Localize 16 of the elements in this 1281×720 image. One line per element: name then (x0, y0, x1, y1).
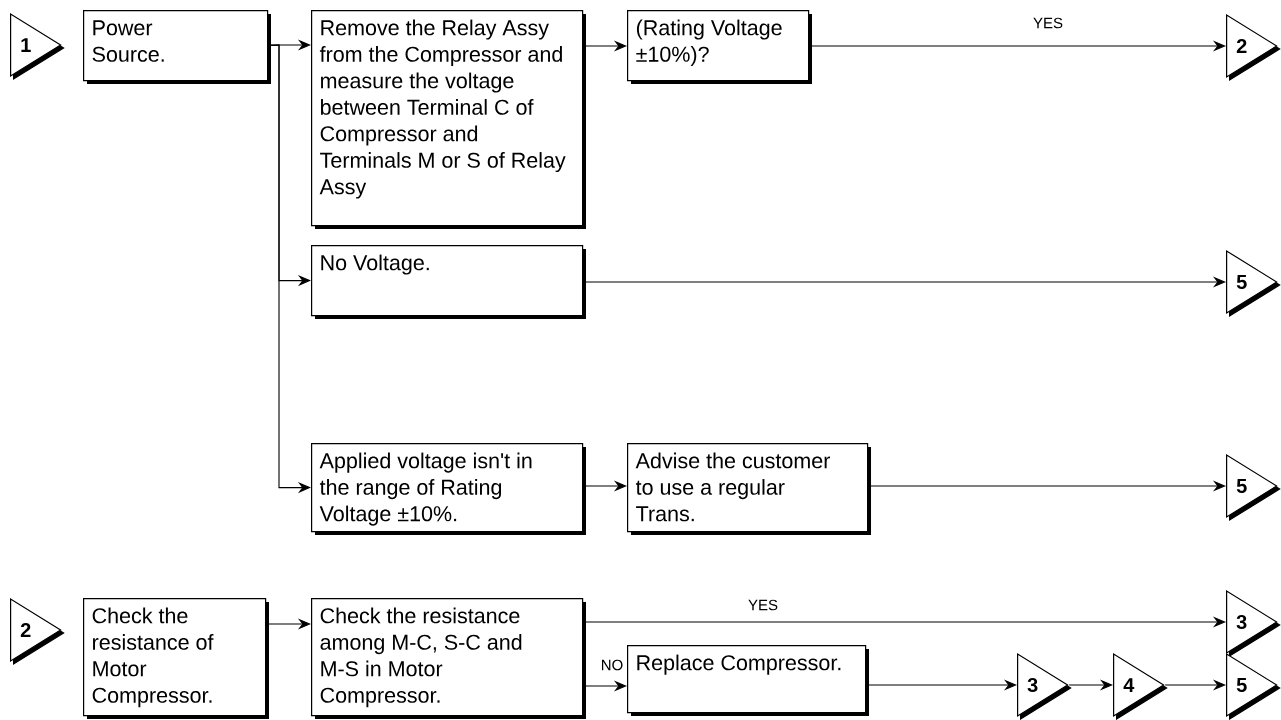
process-box: Check the resistance of Motor Compressor. (83, 598, 269, 719)
process-box: No Voltage. (311, 245, 586, 319)
connector-triangle: 5 (1226, 652, 1281, 720)
edge-label: NO (602, 659, 623, 671)
node-label: 5 (1236, 275, 1247, 289)
edge-label: YES (1033, 17, 1063, 29)
connector-triangle: 4 (1113, 652, 1168, 720)
process-box: Power Source. (83, 10, 271, 84)
edge-label: YES (748, 599, 778, 611)
process-box: (Rating Voltage ±10%)? (627, 10, 812, 84)
connector-triangle: 3 (1017, 652, 1072, 720)
process-box: Remove the Relay Assy from the Compressor and measure the voltage between Terminal C of Compressor and Terminals M or S of Relay Assy (311, 10, 586, 229)
process-box: Check the resistance among M-C, S-C and M-S in Motor Compressor. (311, 598, 586, 719)
process-box: Replace Compressor. (627, 645, 869, 716)
process-box: Applied voltage isn't in the range of Rating Voltage ±10%. (311, 443, 586, 535)
process-box: Advise the customer to use a regular Trans. (627, 443, 871, 535)
